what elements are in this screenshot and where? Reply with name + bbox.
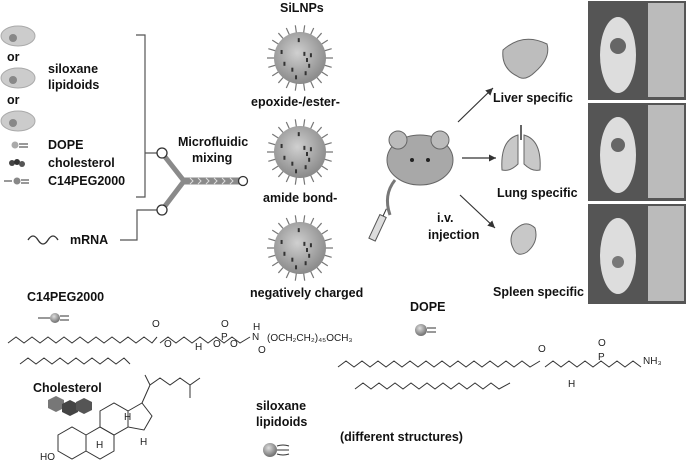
arrow-liver: [458, 88, 493, 122]
peg-small-icon: [38, 313, 69, 323]
injection-label-2: injection: [428, 228, 479, 242]
dope-small-icon: [415, 324, 436, 336]
silnps-title: SiLNPs: [280, 1, 324, 15]
liver-icon: [503, 39, 548, 78]
siloxane-structure-label-2: lipidoids: [256, 415, 307, 429]
syringe-icon: [369, 207, 390, 241]
imaging-photo-lung: [588, 103, 686, 201]
atom-label: H: [195, 342, 202, 353]
siloxane-small-icon: [263, 443, 289, 457]
lipidoid-icon-3: [1, 111, 35, 131]
peg-label: C14PEG2000: [48, 174, 125, 188]
peg-icon: [4, 178, 29, 185]
cholesterol-ho: HO: [40, 452, 55, 463]
component-bracket: [136, 35, 157, 197]
different-structures-note: (different structures): [340, 430, 463, 444]
dope-structure: O H P O NH₃: [338, 338, 662, 390]
or-label: or: [7, 50, 20, 64]
silnp-type-label: negatively charged: [250, 286, 363, 300]
peg-chain-formula: (OCH₂CH₂)₄₅OCH₃: [267, 333, 353, 344]
mrna-label: mRNA: [70, 233, 108, 247]
silnp-particle-icon: [267, 25, 333, 90]
atom-label: H: [568, 379, 575, 390]
mrna-line: [120, 210, 157, 240]
peg-structure-label: C14PEG2000: [27, 290, 104, 304]
silnp-particle-icon: [267, 119, 333, 184]
atom-label: O: [598, 338, 606, 349]
cholesterol-icon: [9, 159, 25, 167]
atom-label: O: [213, 339, 221, 350]
atom-label: H: [140, 437, 147, 448]
atom-label: O: [258, 345, 266, 356]
cholesterol-structure-label: Cholesterol: [33, 381, 102, 395]
atom-label: O: [221, 319, 229, 330]
dope-structure-label: DOPE: [410, 300, 445, 314]
cholesterol-label: cholesterol: [48, 156, 115, 170]
atom-label: P: [221, 332, 228, 343]
mrna-icon: [28, 236, 58, 244]
organ-label-liver: Liver specific: [493, 91, 573, 105]
organ-label-spleen: Spleen specific: [493, 285, 584, 299]
silnp-type-label: epoxide-/ester-: [251, 95, 340, 109]
mixing-label-2: mixing: [192, 151, 232, 165]
imaging-photo-liver: [588, 1, 686, 100]
siloxane-label: siloxane: [48, 62, 98, 76]
or-label: or: [7, 93, 20, 107]
lipidoids-label: lipidoids: [48, 78, 99, 92]
silnp-type-label: amide bond-: [263, 191, 337, 205]
injection-label-1: i.v.: [437, 211, 453, 225]
atom-label: O: [230, 339, 238, 350]
atom-label: O: [152, 319, 160, 330]
organ-label-lung: Lung specific: [497, 186, 578, 200]
cholesterol-small-icon: [48, 396, 92, 416]
dope-amine: NH₃: [643, 356, 662, 367]
atom-label: P: [598, 352, 605, 363]
atom-label: O: [538, 344, 546, 355]
arrow-spleen: [460, 195, 495, 228]
lung-icon: [502, 125, 540, 170]
dope-label: DOPE: [48, 138, 83, 152]
atom-label: N: [252, 332, 259, 343]
silnp-particle-icon: [267, 215, 333, 280]
lipidoid-icon-1: [1, 26, 35, 46]
imaging-photo-spleen: [588, 204, 686, 304]
spleen-icon: [511, 224, 536, 254]
mouse-icon: [387, 131, 453, 215]
siloxane-structure-label-1: siloxane: [256, 399, 306, 413]
mixing-label-1: Microfluidic: [178, 135, 248, 149]
atom-label: H: [253, 322, 260, 333]
atom-label: H: [96, 440, 103, 451]
atom-label: H: [124, 412, 131, 423]
lipidoid-icon-2: [1, 68, 35, 88]
peg-structure: O O H O P O O N H O (OCH₂CH₂)₄₅OCH₃: [8, 319, 353, 364]
atom-label: O: [164, 339, 172, 350]
dope-icon: [12, 142, 29, 149]
